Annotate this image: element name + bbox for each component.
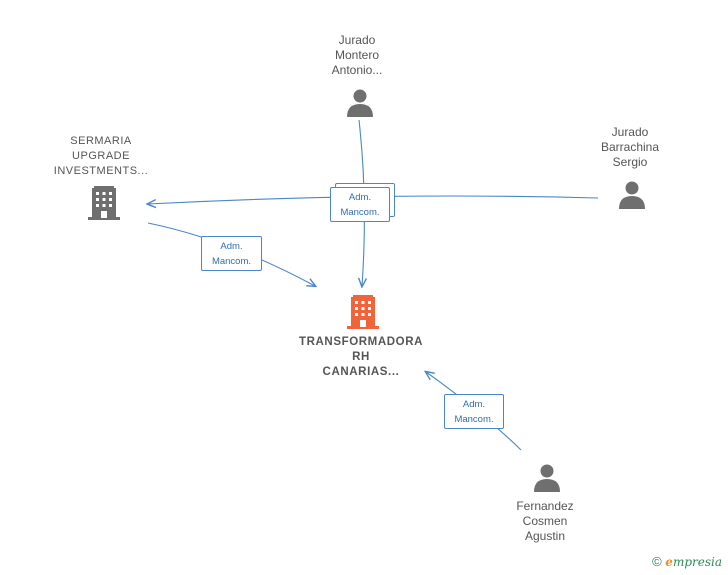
person-name-line: Montero xyxy=(334,48,380,62)
person-name-line: Barrachina xyxy=(600,140,660,154)
company-name-line: UPGRADE xyxy=(72,150,130,162)
person-label-fernandez-cosmen[interactable]: Fernandez Cosmen Agustin xyxy=(470,499,620,544)
edge-label-adm-mancom-bottom[interactable]: Adm. Mancom. xyxy=(444,394,504,429)
person-name-line: Jurado xyxy=(611,125,649,139)
person-name-line: Jurado xyxy=(338,33,376,47)
edge-label-line: Mancom. xyxy=(340,207,380,218)
edge-label-line: Adm. xyxy=(348,192,372,203)
company-label-transformadora[interactable]: TRANSFORMADORA RH CANARIAS... xyxy=(286,335,436,380)
edge-label-line: Mancom. xyxy=(211,256,252,267)
person-icon[interactable] xyxy=(617,180,647,210)
edge-label-line: Mancom. xyxy=(454,414,494,425)
company-name-line: SERMARIA xyxy=(70,135,132,147)
copyright-icon: © xyxy=(652,554,662,569)
building-icon[interactable] xyxy=(88,186,120,220)
empresia-logo-text: mpresia xyxy=(672,555,722,569)
empresia-logo-e: e xyxy=(665,555,673,569)
person-label-jurado-montero[interactable]: Jurado Montero Antonio... xyxy=(282,33,432,78)
edge-label-line: Adm. xyxy=(220,241,243,252)
company-name-line: INVESTMENTS... xyxy=(53,165,149,177)
empresia-logo[interactable]: empresia xyxy=(665,555,722,569)
person-name-line: Antonio... xyxy=(331,63,383,77)
person-icon[interactable] xyxy=(345,88,375,118)
edge-label-line: Adm. xyxy=(462,399,486,410)
person-name-line: Fernandez xyxy=(516,499,574,513)
person-name-line: Agustin xyxy=(524,529,566,543)
person-label-jurado-barrachina[interactable]: Jurado Barrachina Sergio xyxy=(555,125,705,170)
footer-brand: © empresia xyxy=(652,554,722,569)
company-label-sermaria[interactable]: SERMARIA UPGRADE INVESTMENTS... xyxy=(26,134,176,179)
person-icon[interactable] xyxy=(532,463,562,493)
person-name-line: Sergio xyxy=(612,155,648,169)
person-name-line: Cosmen xyxy=(522,514,568,528)
company-name-line: RH xyxy=(352,351,370,363)
edge-label-adm-mancom-center[interactable]: Adm. Mancom. xyxy=(330,187,390,222)
building-icon[interactable] xyxy=(347,295,379,329)
edge-label-adm-mancom-left[interactable]: Adm. Mancom. xyxy=(201,236,262,271)
company-name-line: CANARIAS... xyxy=(322,366,400,378)
company-name-line: TRANSFORMADORA xyxy=(298,336,424,348)
